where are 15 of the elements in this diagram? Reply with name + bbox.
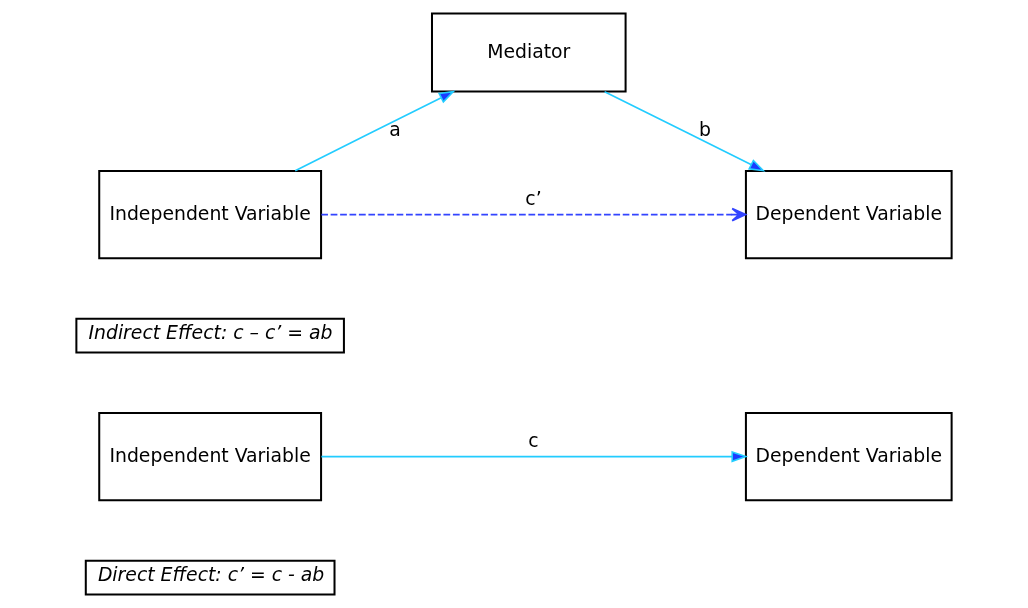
node-box: Mediator — [431, 12, 627, 93]
edge-label: a — [389, 119, 401, 141]
arrow — [320, 207, 747, 222]
node-box: Independent Variable — [98, 411, 323, 502]
edge-label: b — [698, 119, 711, 141]
edge-label: c’ — [525, 188, 542, 210]
arrow — [294, 90, 456, 172]
node-box: Direct Effect: c’ = c - ab — [84, 559, 336, 596]
edge-label: c — [528, 430, 539, 452]
node-box: Dependent Variable — [744, 411, 953, 502]
node-box: Indirect Effect: c – c’ = ab — [75, 317, 345, 354]
node-box: Independent Variable — [98, 169, 323, 260]
arrow — [603, 90, 766, 172]
arrow — [320, 450, 749, 463]
node-box: Dependent Variable — [744, 169, 953, 260]
